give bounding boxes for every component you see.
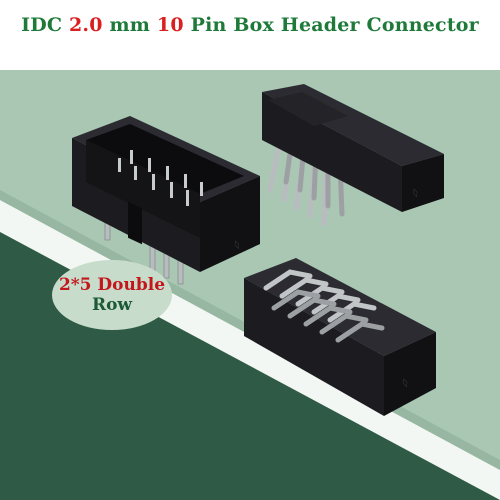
row-badge: 2*5 Double Row	[52, 260, 172, 330]
svg-text:◊: ◊	[401, 377, 409, 389]
svg-text:◊: ◊	[233, 239, 242, 251]
title-pins: 10	[156, 14, 184, 36]
badge-line-1: 2*5 Double	[58, 275, 166, 295]
page-title: IDC 2.0 mm 10 Pin Box Header Connector	[0, 14, 500, 36]
right-angle-header-bottom-image: ◊	[244, 258, 436, 416]
title-suffix: Pin Box Header Connector	[183, 14, 479, 36]
badge-line-2: Row	[91, 295, 133, 315]
straight-box-header-image: ◊	[72, 116, 260, 285]
right-angle-header-top-image: ◊	[262, 84, 444, 227]
title-pitch: 2.0	[69, 14, 103, 36]
title-unit: mm	[102, 14, 157, 36]
title-prefix: IDC	[21, 14, 70, 36]
svg-text:◊: ◊	[412, 187, 420, 199]
white-area	[0, 0, 500, 70]
